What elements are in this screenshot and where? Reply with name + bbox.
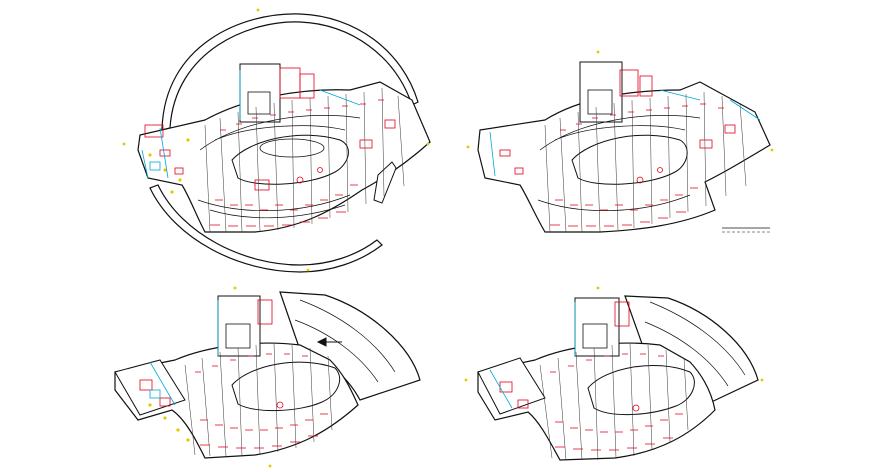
diagonal-stair: [373, 161, 397, 204]
wing-room-lines: [544, 91, 747, 233]
west-wing-block: [114, 359, 186, 416]
furniture-red-marks: [139, 299, 328, 449]
fan-wing-rings: [644, 301, 746, 387]
services-cyan-marks: [141, 70, 361, 179]
furniture-red-marks: [499, 69, 736, 227]
corridor-rings: [537, 115, 701, 212]
atrium-void: [259, 138, 325, 158]
stair-core: [587, 89, 613, 115]
floor-plan-level-3: [114, 286, 421, 468]
stair-core: [225, 323, 251, 349]
fan-wing-rings: [294, 299, 396, 383]
fixtures-yellow-marks: [464, 286, 764, 382]
inner-courtyard: [587, 365, 695, 415]
floor-plan-level-4: [464, 286, 764, 461]
services-cyan-marks: [489, 302, 576, 409]
services-cyan-marks: [149, 300, 219, 406]
stair-core: [582, 323, 608, 349]
furniture-red-marks: [144, 67, 396, 227]
arrow-symbol: [316, 337, 342, 347]
scale-bar: [722, 227, 770, 233]
furniture-red-marks: [499, 301, 683, 451]
outer-ring-arc-lower: [149, 184, 383, 273]
fixtures-yellow-marks: [466, 50, 774, 152]
corridor-rings: [197, 115, 361, 219]
floor-plan-level-1: [122, 8, 431, 273]
outer-ring-arc-upper: [161, 13, 419, 131]
floor-plan-level-2: [466, 50, 774, 233]
fixtures-yellow-marks: [122, 8, 430, 272]
inner-courtyard: [231, 361, 340, 411]
wing-room-lines: [539, 343, 689, 461]
fixtures-yellow-marks: [148, 286, 272, 468]
services-cyan-marks: [489, 89, 761, 177]
stair-core: [247, 91, 271, 115]
wing-room-lines: [184, 343, 333, 457]
